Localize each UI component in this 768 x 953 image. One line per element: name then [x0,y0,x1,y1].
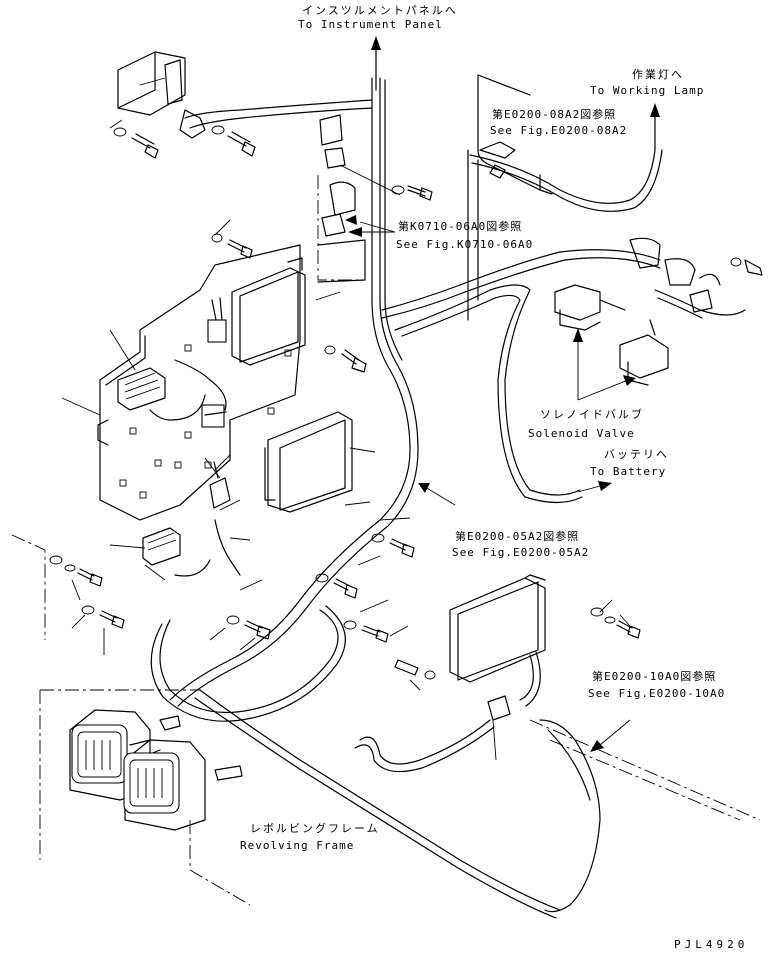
ref-08a2-label-jp: 第E0200-08A2図参照 [492,108,617,121]
drawing-code: PJL4920 [674,938,749,951]
leader-arrows [345,36,660,752]
working-lamps [69,709,243,831]
ref-10a0-label-jp: 第E0200-10A0図参照 [592,670,717,683]
revolving-frame-lines [11,534,761,906]
battery-label-en: To Battery [590,465,667,478]
switch-bracket-top [109,51,256,159]
right-controller [449,574,546,721]
solenoid-valve-label-jp: ソレノイドバルブ [540,408,644,421]
battery-label-jp: バッテリへ [604,448,669,461]
revolving-frame-label-jp: レボルビングフレーム [250,822,380,835]
instrument-panel-label-jp: インスツルメントパネルへ [302,4,458,17]
bolts-washers [49,233,763,680]
callout-leaders [61,219,631,761]
working-lamp-label-en: To Working Lamp [590,84,705,97]
ref-06a0-label-jp: 第K0710-06A0図参照 [398,220,523,233]
revolving-frame-label-en: Revolving Frame [240,839,355,852]
ref-08a2-label-en: See Fig.E0200-08A2 [490,124,628,137]
ref-05a2-label-jp: 第E0200-05A2図参照 [455,530,580,543]
working-lamp-bracket [467,74,553,321]
solenoid-valves [554,237,746,386]
ref-05a2-label-en: See Fig.E0200-05A2 [452,546,590,559]
left-mounting-panel [97,244,353,577]
center-connectors [317,114,433,283]
instrument-panel-label-en: To Instrument Panel [298,18,443,31]
main-harness [150,77,663,919]
solenoid-valve-label-en: Solenoid Valve [528,427,635,440]
ref-10a0-label-en: See Fig.E0200-10A0 [588,687,726,700]
ref-06a0-label-en: See Fig.K0710-06A0 [396,238,534,251]
working-lamp-label-jp: 作業灯へ [632,68,684,81]
